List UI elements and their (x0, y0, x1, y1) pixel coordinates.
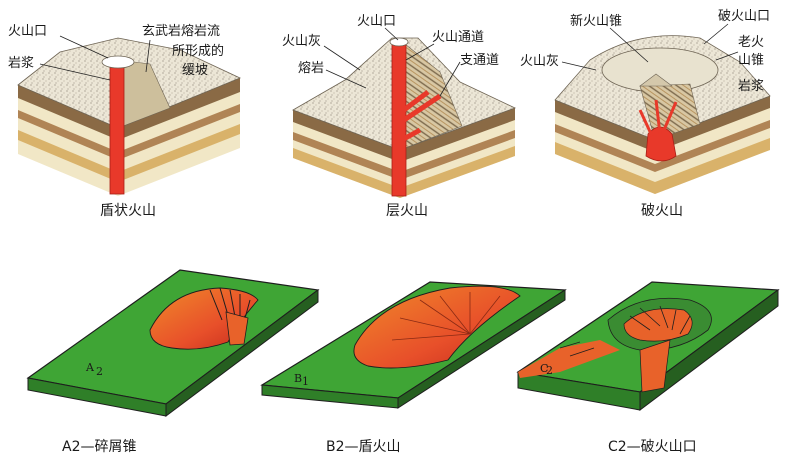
c2-slab-label: C (540, 362, 548, 375)
a2-caption: A2—碎屑锥 (62, 439, 136, 455)
c2-cut-lava (639, 339, 671, 393)
a2-slab-sub: 2 (96, 365, 103, 378)
strato-leader-crater (384, 27, 399, 41)
c2-caldera-floor (623, 308, 693, 342)
a2-crater-rays (209, 287, 251, 323)
b2-slab-label: B (294, 372, 302, 385)
strato-magma-conduit (391, 43, 407, 197)
c2-caption: C2—破火山口 (608, 439, 697, 455)
caldera-leader-ash (561, 61, 597, 71)
shield-right-face (118, 78, 240, 196)
shield-label-basalt-1: 玄武岩熔岩流 (142, 24, 220, 39)
strato-leader-lava (325, 69, 367, 89)
b2-slab-sub: 1 (302, 375, 309, 388)
strato-label-conduit: 火山通道 (432, 30, 484, 45)
shield-caption: 盾状火山 (100, 203, 156, 219)
c2-slab-sub: 2 (546, 364, 553, 377)
caldera-right-face (655, 96, 770, 194)
strato-caption: 层火山 (386, 203, 428, 219)
b2-radial-lines (391, 292, 501, 341)
caldera-label-broken-crater: 破火山口 (718, 9, 770, 24)
strato-volcano-block (292, 37, 517, 198)
strato-label-branch: 支通道 (460, 53, 499, 68)
c2-fracture-lines (559, 305, 691, 357)
b2-slab (260, 281, 567, 409)
shield-label-crater: 火山口 (8, 24, 47, 39)
strato-crater (389, 37, 409, 47)
strato-right-face (400, 108, 515, 198)
caldera-leader-broken (703, 23, 729, 45)
caldera-label-old-1: 老火 (738, 35, 764, 50)
caldera-label-old-2: 山锥 (738, 53, 764, 68)
a2-slab-label: A (85, 361, 95, 374)
c2-lava-strip (518, 340, 620, 378)
shield-leader-crater (59, 35, 109, 59)
caldera-leader-old (715, 51, 739, 61)
shield-left-face (18, 85, 118, 196)
caldera-label-new-cone: 新火山锥 (570, 13, 622, 29)
shield-label-basalt-3: 缓坡 (182, 63, 208, 78)
b2-caption: B2—盾火山 (326, 439, 401, 455)
strato-label-crater: 火山口 (357, 14, 396, 29)
strato-label-ash: 火山灰 (282, 34, 321, 49)
caldera-cutaway (639, 83, 701, 141)
strato-branch-conduit (400, 90, 442, 143)
strato-leader-conduit (405, 43, 435, 61)
shield-magma-conduit (109, 61, 125, 195)
shield-leader-basalt (145, 39, 151, 73)
caldera-label-magma: 岩浆 (738, 79, 764, 94)
caldera-caption: 破火山 (641, 203, 683, 219)
caldera-leader-new-cone (609, 27, 649, 63)
strato-leader-ash (323, 45, 361, 71)
shield-label-magma: 岩浆 (8, 56, 34, 71)
shield-crater (101, 55, 135, 69)
caldera-volcano-block (554, 35, 771, 194)
shield-leader-magma (39, 63, 111, 81)
strato-label-lava: 熔岩 (298, 61, 324, 76)
c2-slab (516, 281, 780, 412)
a2-slab (26, 269, 320, 417)
a2-breach (225, 311, 249, 346)
b2-shield-lava (353, 285, 521, 369)
strato-left-face (293, 110, 400, 198)
caldera-left-face (555, 100, 655, 194)
strato-leader-branch (439, 61, 461, 97)
caldera-new-cone (639, 73, 673, 87)
caldera-magma (645, 126, 677, 162)
shield-label-basalt-2: 所形成的 (172, 43, 224, 59)
caldera-dikes (638, 99, 678, 137)
shield-volcano-block (17, 37, 241, 196)
caldera-label-ash: 火山灰 (520, 54, 559, 69)
